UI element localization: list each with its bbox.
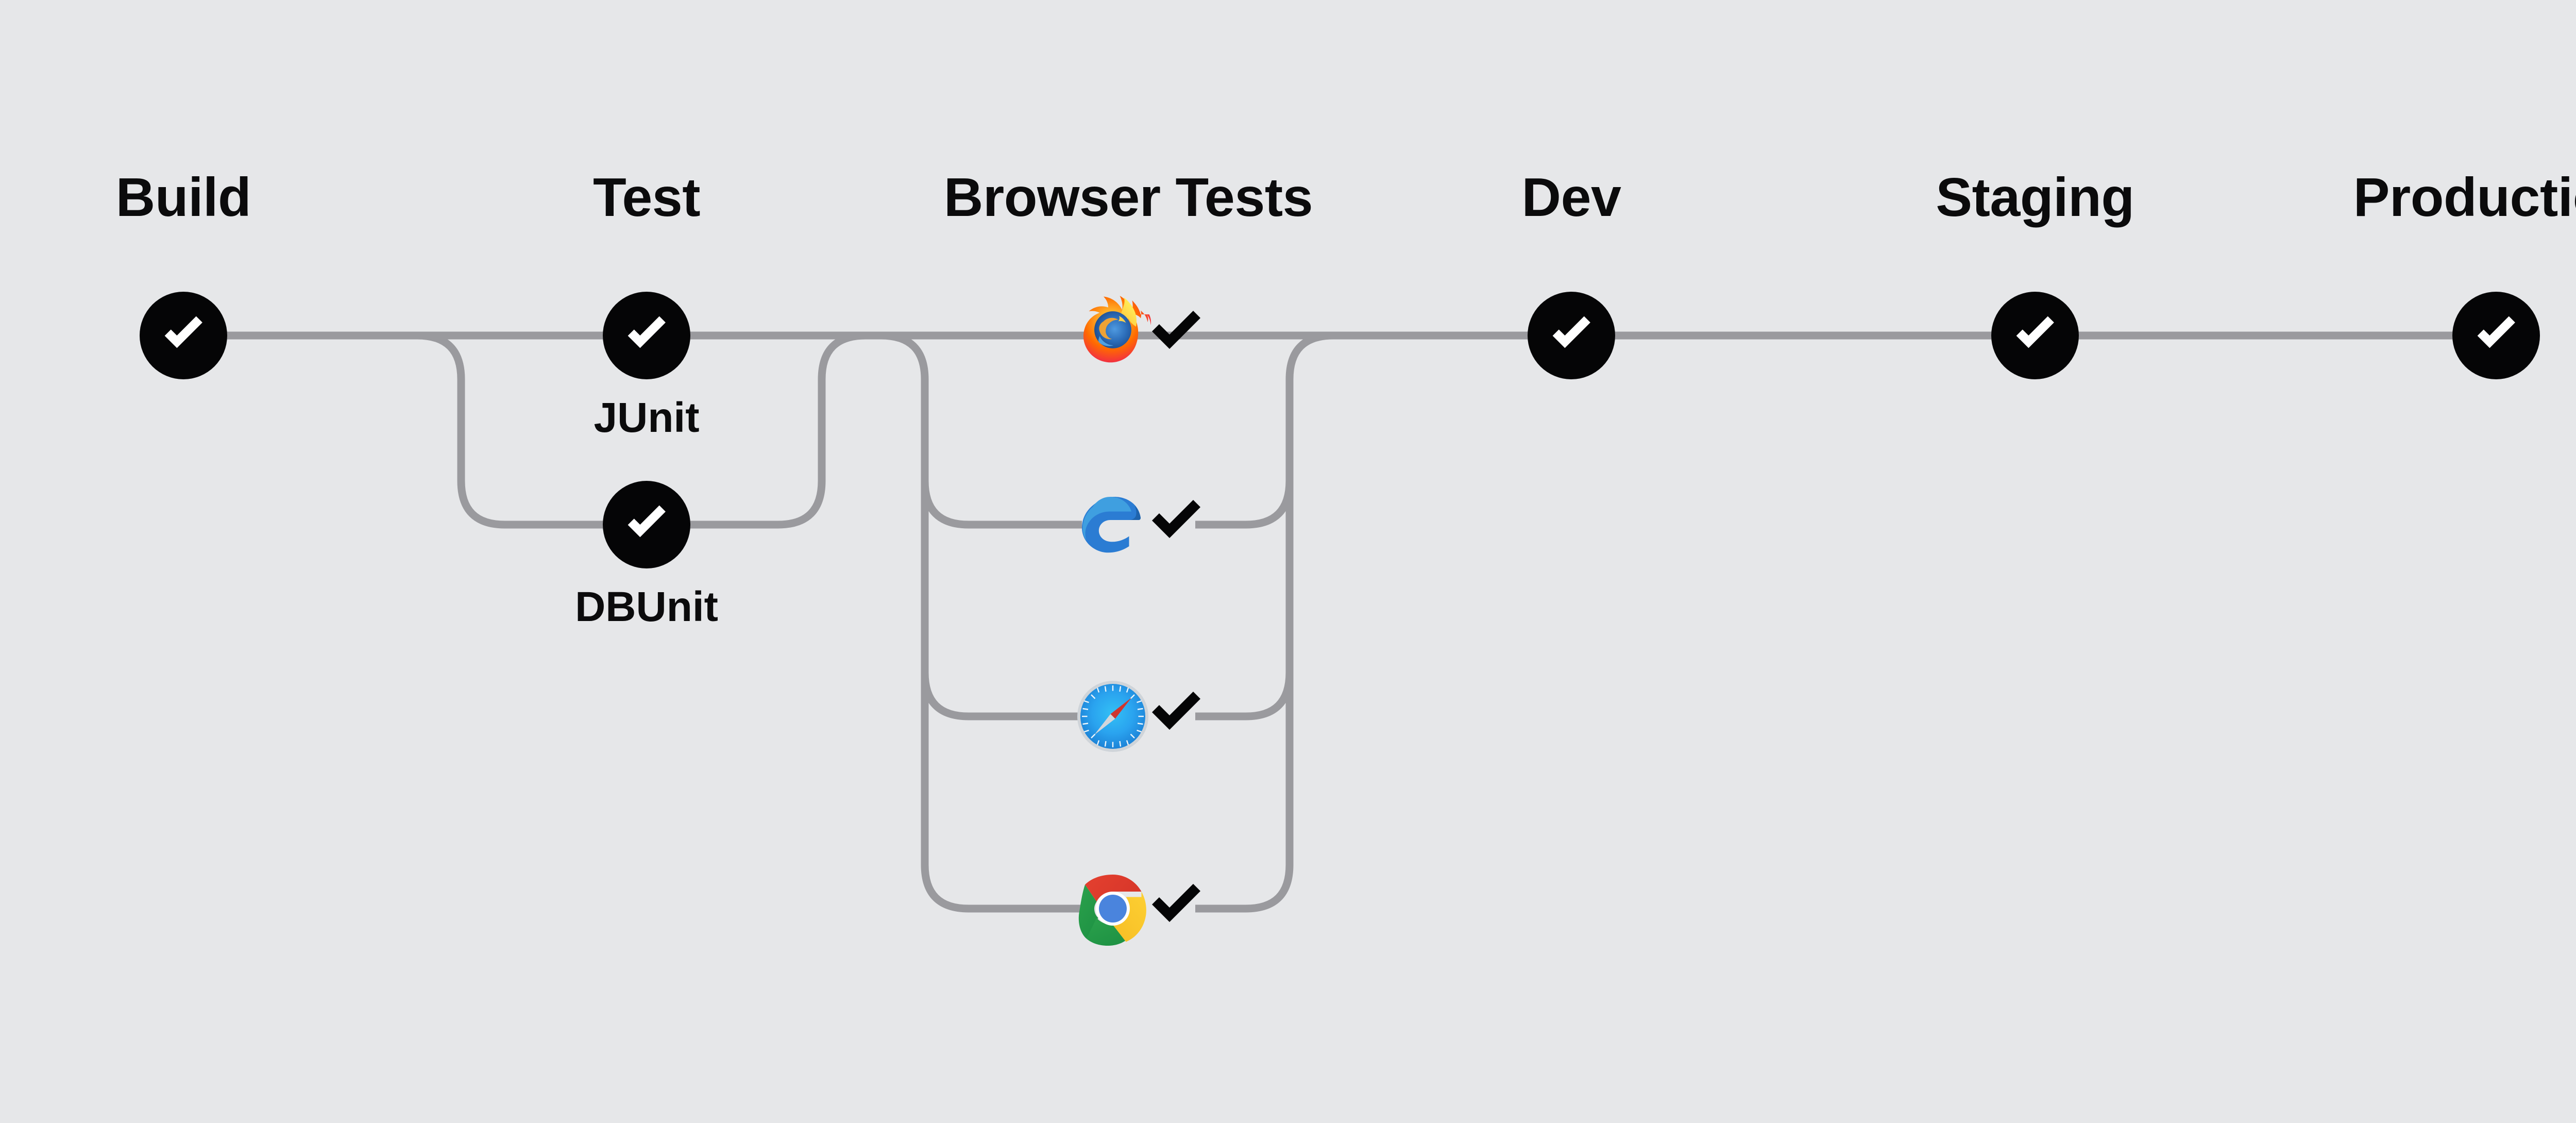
safari-icon[interactable] xyxy=(1074,678,1151,755)
chrome-status-check-icon xyxy=(1145,878,1207,940)
wire-test-branch-left xyxy=(417,331,647,529)
node-production[interactable] xyxy=(2452,292,2540,379)
node-dev[interactable] xyxy=(1528,292,1615,379)
wire-browser-stub-safari-right xyxy=(1195,672,1294,720)
stage-label-production: Production xyxy=(2353,167,2576,228)
wire-browser-stub-safari-left xyxy=(921,672,1082,720)
check-icon xyxy=(2016,316,2054,348)
edge-icon[interactable] xyxy=(1074,486,1151,563)
stage-label-staging: Staging xyxy=(1936,167,2134,228)
job-label-junit: JUnit xyxy=(594,394,700,441)
firefox-icon[interactable] xyxy=(1074,291,1151,368)
wire-browser-spine-left xyxy=(880,331,1082,913)
wire-browser-stub-edge-right xyxy=(1195,480,1294,529)
wire-browser-spine-right xyxy=(1195,331,1334,913)
check-icon xyxy=(628,316,666,348)
safari-status-check-icon xyxy=(1145,685,1207,747)
edge-status-check-icon xyxy=(1145,494,1207,556)
job-label-dbunit: DBUnit xyxy=(575,583,718,630)
wire-test-branch-right xyxy=(647,331,866,529)
node-test-dbunit[interactable] xyxy=(603,481,690,568)
check-icon xyxy=(164,316,202,348)
node-test-junit[interactable] xyxy=(603,292,690,379)
node-build[interactable] xyxy=(140,292,227,379)
stage-label-browser-tests: Browser Tests xyxy=(943,167,1313,228)
chrome-icon[interactable] xyxy=(1074,870,1151,947)
check-icon xyxy=(2477,316,2515,348)
node-staging[interactable] xyxy=(1991,292,2079,379)
stage-label-test: Test xyxy=(592,167,701,228)
firefox-status-check-icon xyxy=(1145,305,1207,366)
check-icon xyxy=(1552,316,1590,348)
check-icon xyxy=(628,505,666,538)
wire-browser-stub-edge-left xyxy=(921,480,1082,529)
stage-label-dev: Dev xyxy=(1521,167,1621,228)
stage-label-build: Build xyxy=(115,167,251,228)
